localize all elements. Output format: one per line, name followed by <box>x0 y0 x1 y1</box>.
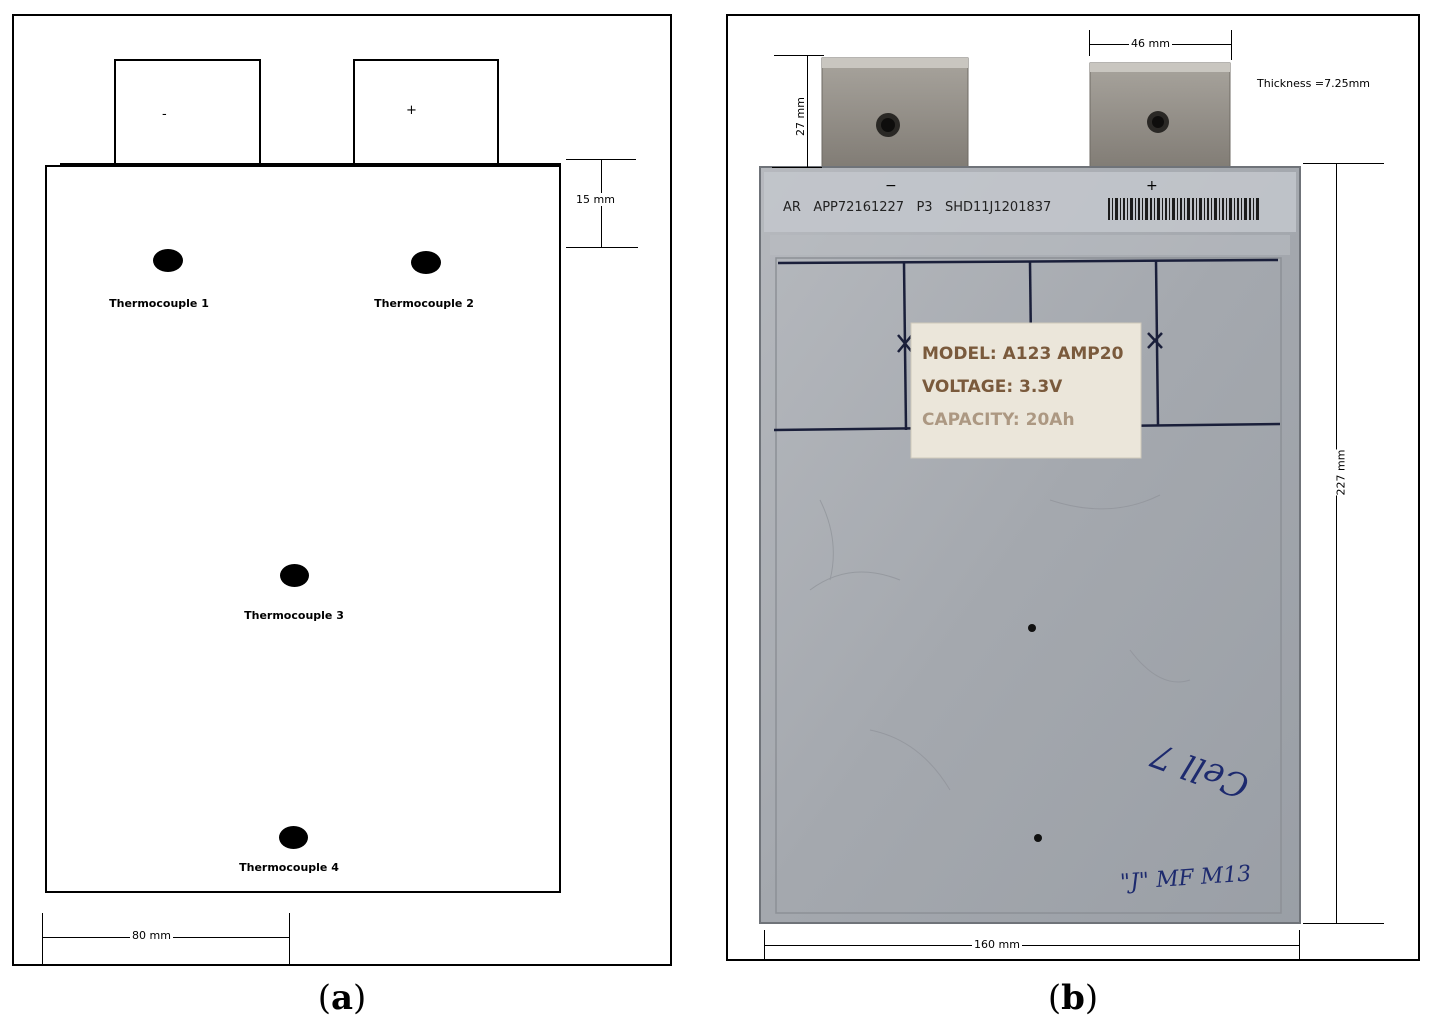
thermocouple-3-label: Thermocouple 3 <box>244 609 344 622</box>
dim-tab-width-label: 46 mm <box>1129 37 1172 50</box>
dim-tab-height-ext-bottom <box>772 167 822 168</box>
dim-bottom-ext-left <box>42 913 43 965</box>
barcode <box>1108 198 1259 220</box>
caption-a-letter: a <box>330 978 354 1018</box>
cell-header-text: AR APP72161227 P3 SHD11J1201837 <box>783 200 1052 215</box>
dim-bottom-ext-right <box>289 913 290 965</box>
battery-cell-photo <box>759 57 1301 924</box>
dim-height-ext-top <box>1303 163 1384 164</box>
dim-top-label: 15 mm <box>576 193 615 206</box>
thermocouple-4-dot <box>279 826 308 849</box>
thermocouple-1-label: Thermocouple 1 <box>109 297 209 310</box>
dim-tab-width-ext-left <box>1089 30 1090 56</box>
caption-b-open: ( <box>1047 978 1062 1018</box>
caption-a-open: ( <box>317 978 331 1018</box>
dim-width-label: 160 mm <box>972 938 1022 951</box>
cell-top-edge <box>60 163 561 165</box>
model-label-text: MODEL: A123 AMP20 VOLTAGE: 3.3V CAPACITY… <box>922 338 1123 437</box>
dim-tab-width-ext-right <box>1231 30 1232 60</box>
dim-height-ext-bottom <box>1303 923 1384 924</box>
caption-a-close: ) <box>353 978 367 1018</box>
caption-a: (a) <box>318 978 367 1018</box>
dim-width-line <box>764 945 1300 946</box>
cell-body-outline <box>45 165 561 893</box>
caption-b-letter: b <box>1061 978 1085 1018</box>
positive-tab-label: + <box>406 103 417 118</box>
negative-tab-label: - <box>162 107 167 122</box>
thermocouple-4-label: Thermocouple 4 <box>239 861 339 874</box>
model-label-sticker <box>910 322 1142 459</box>
thermocouple-3-dot <box>280 564 309 587</box>
dim-bottom-label: 80 mm <box>130 929 173 942</box>
thermocouple-2-dot <box>411 251 441 274</box>
dim-tab-height-ext-top <box>774 55 824 56</box>
cell-plus-mark: + <box>1146 178 1158 194</box>
cell-minus-mark: − <box>885 178 897 194</box>
positive-tab: + <box>353 59 499 167</box>
thermocouple-2-label: Thermocouple 2 <box>374 297 474 310</box>
caption-b: (b) <box>1048 978 1098 1018</box>
dim-height-label: 227 mm <box>1334 449 1348 496</box>
dim-height-line <box>1336 163 1337 923</box>
dim-tab-height-line <box>807 55 808 167</box>
dim-top-ext-lower <box>566 247 638 248</box>
thickness-label: Thickness =7.25mm <box>1257 77 1371 90</box>
thermocouple-1-dot <box>153 249 183 272</box>
negative-tab: - <box>114 59 261 167</box>
caption-b-close: ) <box>1084 978 1099 1018</box>
voltage-line: VOLTAGE: 3.3V <box>922 377 1063 397</box>
capacity-line: CAPACITY: 20Ah <box>922 410 1075 430</box>
model-line: MODEL: A123 AMP20 <box>922 344 1124 364</box>
dim-tab-height-label: 27 mm <box>793 97 807 136</box>
